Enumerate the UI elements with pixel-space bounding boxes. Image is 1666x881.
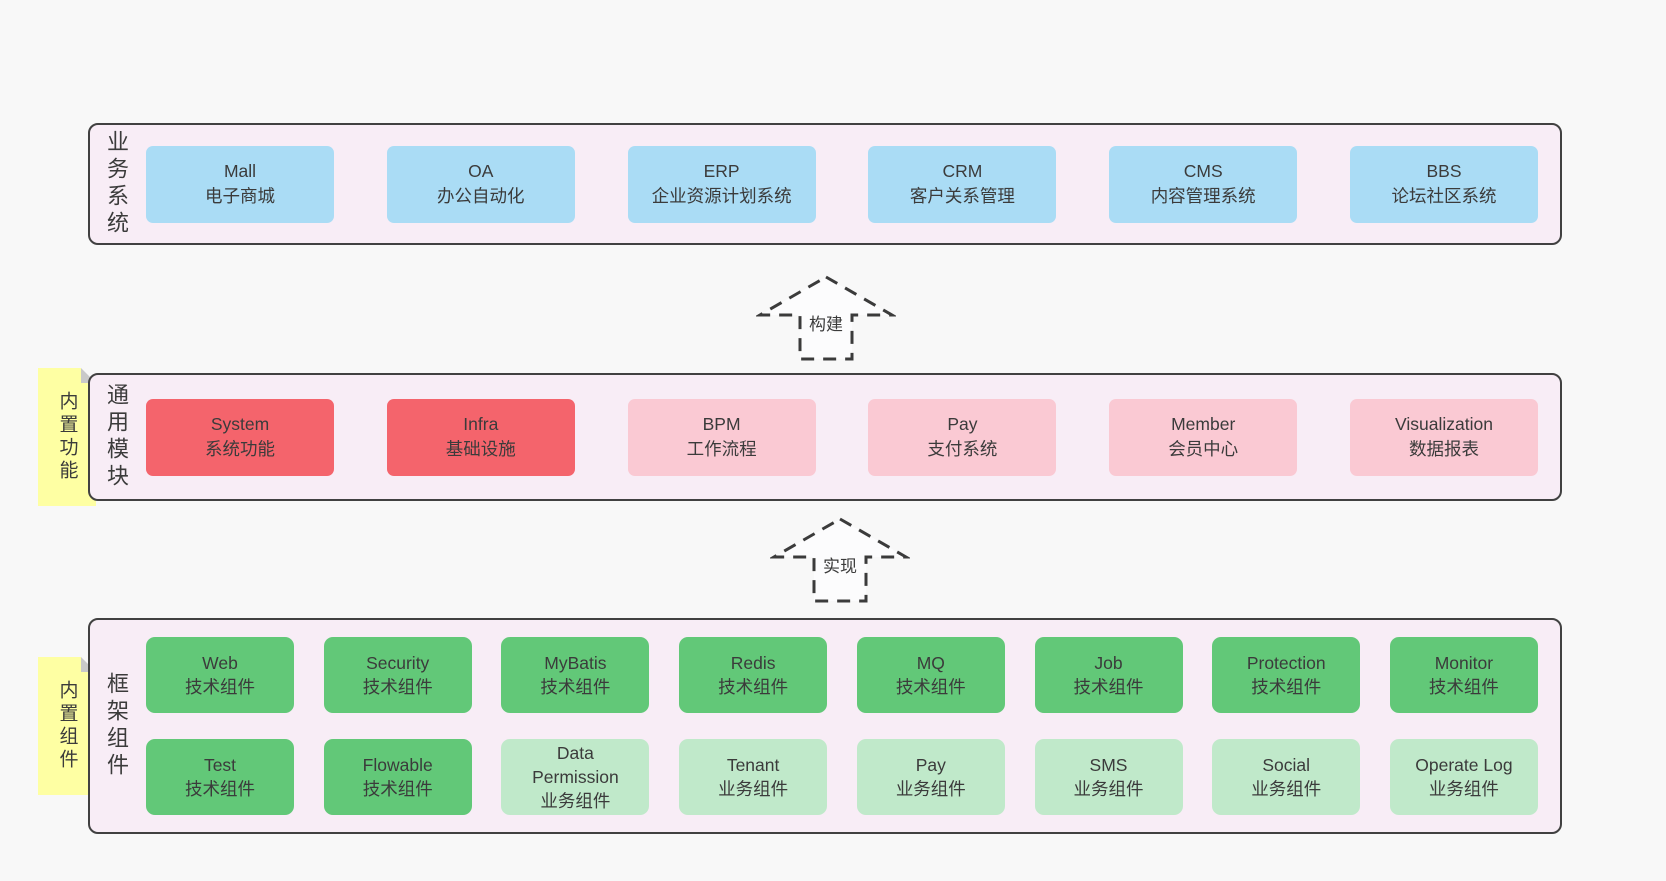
box-mq: MQ 技术组件 xyxy=(856,637,1005,713)
box-operate-log: Operate Log 业务组件 xyxy=(1389,739,1538,815)
box-pay-module: Pay 支付系统 xyxy=(868,398,1057,476)
panel-business-systems: 业务系统 Mall 电子商城 OA 办公自动化 ERP 企业资源计划系统 CRM… xyxy=(88,123,1562,245)
panel-framework-components-label: 框架组件 xyxy=(104,672,129,780)
box-system: System 系统功能 xyxy=(146,398,334,476)
box-crm: CRM 客户关系管理 xyxy=(868,145,1057,223)
box-protection: Protection 技术组件 xyxy=(1212,637,1361,713)
build-arrow-icon: 构建 xyxy=(756,274,896,362)
box-oa: OA 办公自动化 xyxy=(386,145,575,223)
note-built-in-components: 内置组件 xyxy=(38,657,96,795)
box-security: Security 技术组件 xyxy=(323,637,472,713)
box-erp: ERP 企业资源计划系统 xyxy=(627,145,816,223)
box-sms: SMS 业务组件 xyxy=(1034,739,1183,815)
framework-row-1: Web 技术组件 Security 技术组件 MyBatis 技术组件 Redi… xyxy=(146,637,1538,713)
up-arrow-icon xyxy=(770,517,910,603)
box-web: Web 技术组件 xyxy=(146,637,294,713)
box-monitor: Monitor 技术组件 xyxy=(1389,637,1538,713)
box-mybatis: MyBatis 技术组件 xyxy=(501,637,650,713)
business-systems-row: Mall 电子商城 OA 办公自动化 ERP 企业资源计划系统 CRM 客户关系… xyxy=(142,145,1560,223)
box-data-permission: Data Permission 业务组件 xyxy=(501,739,650,815)
box-visualization: Visualization 数据报表 xyxy=(1349,398,1538,476)
box-bpm: BPM 工作流程 xyxy=(627,398,816,476)
note-built-in-features: 内置功能 xyxy=(38,368,96,506)
panel-common-modules-label: 通用模块 xyxy=(104,383,129,491)
box-social: Social 业务组件 xyxy=(1212,739,1361,815)
box-member: Member 会员中心 xyxy=(1109,398,1298,476)
box-pay-component: Pay 业务组件 xyxy=(856,739,1005,815)
panel-common-modules: 通用模块 System 系统功能 Infra 基础设施 BPM 工作流程 Pay… xyxy=(88,373,1562,501)
common-modules-row: System 系统功能 Infra 基础设施 BPM 工作流程 Pay 支付系统… xyxy=(142,398,1560,476)
box-cms: CMS 内容管理系统 xyxy=(1109,145,1298,223)
framework-row-2: Test 技术组件 Flowable 技术组件 Data Permission … xyxy=(146,739,1538,815)
box-flowable: Flowable 技术组件 xyxy=(323,739,472,815)
box-tenant: Tenant 业务组件 xyxy=(679,739,828,815)
box-job: Job 技术组件 xyxy=(1034,637,1183,713)
box-test: Test 技术组件 xyxy=(146,739,294,815)
implement-arrow-label: 实现 xyxy=(823,557,857,576)
implement-arrow-icon: 实现 xyxy=(770,516,910,604)
build-arrow-label: 构建 xyxy=(809,315,843,334)
box-redis: Redis 技术组件 xyxy=(679,637,828,713)
up-arrow-icon xyxy=(756,275,896,361)
box-bbs: BBS 论坛社区系统 xyxy=(1349,145,1538,223)
panel-business-systems-label: 业务系统 xyxy=(104,130,129,238)
framework-components-grid: Web 技术组件 Security 技术组件 MyBatis 技术组件 Redi… xyxy=(142,637,1560,815)
panel-framework-components: 框架组件 Web 技术组件 Security 技术组件 MyBatis 技术组件… xyxy=(88,618,1562,834)
box-mall: Mall 电子商城 xyxy=(146,145,334,223)
box-infra: Infra 基础设施 xyxy=(386,398,575,476)
